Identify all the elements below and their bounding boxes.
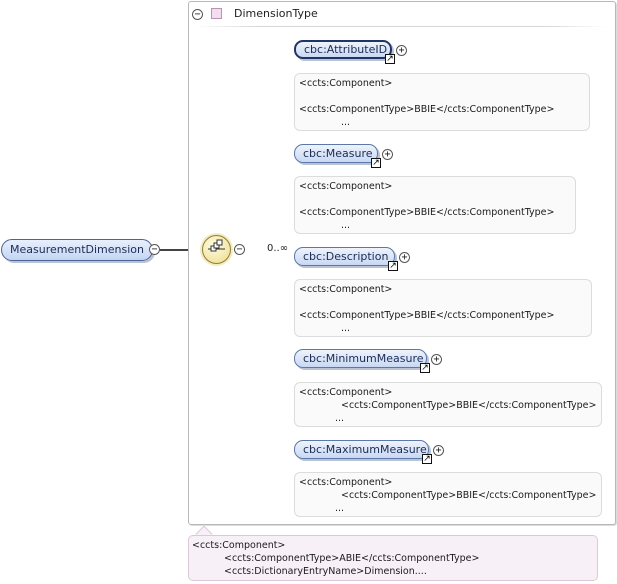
doc-line: <ccts:ComponentType>BBIE</ccts:Component… [299,207,555,218]
type-documentation: <ccts:Component> <ccts:ComponentType>ABI… [188,535,598,581]
doc-maximum-measure: <ccts:Component> <ccts:ComponentType>BBI… [294,472,602,517]
element-minimum-measure[interactable]: cbc:MinimumMeasure [294,349,427,368]
doc-line: ... [341,117,351,128]
doc-line: <ccts:DictionaryEntryName>Dimension.... [224,566,427,577]
element-measure[interactable]: cbc:Measure [294,144,378,163]
complex-type-icon [211,8,222,19]
doc-line: <ccts:Component> [299,78,393,89]
reference-link-icon: ↗ [420,363,430,373]
doc-line: <ccts:Component> [299,477,393,488]
reference-link-icon: ↗ [385,54,395,64]
doc-line: <ccts:Component> [299,284,393,295]
element-maximum-measure[interactable]: cbc:MaximumMeasure [294,440,429,459]
doc-minimum-measure: <ccts:Component> <ccts:ComponentType>BBI… [294,382,602,427]
sequence-compositor[interactable] [202,235,231,264]
element-attribute-id[interactable]: cbc:AttributeID [294,40,392,59]
expand-description-toggle[interactable]: + [399,252,410,263]
doc-line [299,193,575,206]
element-description[interactable]: cbc:Description [294,247,395,266]
expand-measure-toggle[interactable]: + [382,149,393,160]
doc-line: <ccts:ComponentType>BBIE</ccts:Component… [299,104,555,115]
root-element-measurement-dimension[interactable]: MeasurementDimension [1,239,153,261]
expand-attribute-id-toggle[interactable]: + [396,45,407,56]
doc-line: ... [335,413,345,424]
doc-line: ... [341,323,351,334]
doc-line: ... [341,220,351,231]
doc-line: <ccts:ComponentType>ABIE</ccts:Component… [224,553,480,564]
sequence-icon [208,239,225,252]
doc-line: <ccts:ComponentType>BBIE</ccts:Component… [341,400,597,411]
doc-line: <ccts:ComponentType>BBIE</ccts:Component… [299,310,555,321]
reference-link-icon: ↗ [371,158,381,168]
expand-minimum-measure-toggle[interactable]: + [431,354,442,365]
type-collapse-toggle[interactable]: − [192,9,203,20]
doc-description: <ccts:Component> <ccts:ComponentType>BBI… [294,279,592,337]
doc-measure: <ccts:Component> <ccts:ComponentType>BBI… [294,176,576,234]
doc-line: <ccts:Component> [299,387,393,398]
doc-line: <ccts:Component> [192,540,286,551]
sequence-cardinality: 0..∞ [267,243,289,254]
type-name: DimensionType [234,7,318,20]
doc-line: <ccts:Component> [299,181,393,192]
doc-line [299,296,591,309]
doc-line [299,90,589,103]
root-collapse-toggle[interactable]: − [149,244,160,255]
doc-line: ... [335,503,345,514]
doc-attribute-id: <ccts:Component> <ccts:ComponentType>BBI… [294,73,590,131]
expand-maximum-measure-toggle[interactable]: + [433,445,444,456]
type-divider [196,26,606,27]
doc-line: <ccts:ComponentType>BBIE</ccts:Component… [341,490,597,501]
sequence-collapse-toggle[interactable]: − [234,244,245,255]
reference-link-icon: ↗ [422,454,432,464]
reference-link-icon: ↗ [388,261,398,271]
